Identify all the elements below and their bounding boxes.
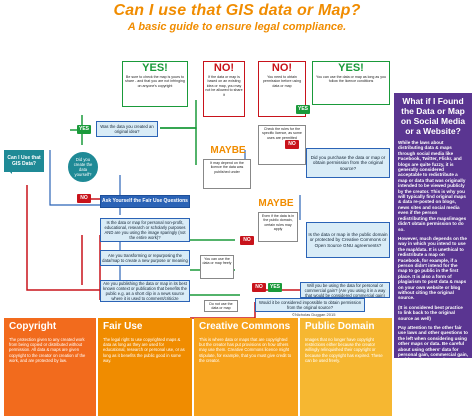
maybe-heading-1: MAYBE: [210, 145, 246, 156]
no-heading-right: NO!: [271, 62, 293, 74]
yes-note-top: Be sure to check the map is yours to sha…: [123, 74, 187, 90]
connector-blue-1: [49, 150, 100, 206]
footer-copyright-title: Copyright: [9, 321, 57, 332]
commercial-question-node: Will you be using the data for personal …: [300, 282, 390, 298]
footer-public-domain-title: Public Domain: [305, 321, 375, 332]
credit-text: ©Nicholas Duggan 2015: [292, 312, 336, 317]
yes-pill-commercial: YES: [268, 283, 282, 292]
side-panel-paragraph-2: However, much depends on the way in whic…: [398, 235, 467, 301]
no-pill-own: NO: [77, 194, 91, 203]
no-pill-purchase: NO: [285, 140, 299, 149]
no-note-do-not-use: Do not use the data or map: [204, 300, 238, 312]
fair-use-header: Ask Yourself the Fair Use Questions: [100, 195, 190, 208]
page-title: Can I use that GIS data or Map?: [113, 2, 361, 19]
no-pill-fu1: NO: [240, 236, 254, 245]
created-original-node: Was the data you created an original ide…: [96, 121, 158, 137]
fair-use-question-4: Would it be considered impossible to obt…: [255, 298, 365, 312]
maybe-heading-2: MAYBE: [258, 198, 294, 209]
footer-creative-commons: Creative Commons This is where data or m…: [194, 318, 298, 416]
no-note-right: You need to obtain permission before usi…: [259, 74, 305, 90]
no-pill-commercial: NO: [252, 283, 266, 292]
yes-note-free-use: You can use the data or map freely: [200, 255, 234, 279]
footer-creative-commons-title: Creative Commons: [199, 321, 291, 332]
no-note-top: If the data or map is based on an existi…: [204, 74, 244, 99]
connector-red-1: [26, 185, 100, 291]
maybe-note-3: Even if the data is in the public domain…: [258, 212, 298, 242]
social-media-panel: What if I Found the Data or Map on Socia…: [394, 93, 472, 373]
side-panel-paragraph-1: While the laws about distributing data &…: [398, 140, 467, 232]
yes-heading-top: YES!: [142, 62, 168, 74]
side-panel-title: What if I Found the Data or Map on Socia…: [400, 96, 466, 136]
fair-use-question-3: Are you publishing the data or map in it…: [100, 280, 190, 302]
no-heading-top: NO!: [213, 62, 235, 74]
footer-fair-use-title: Fair Use: [103, 321, 143, 332]
yes-heading-right: YES!: [338, 62, 364, 74]
side-panel-paragraph-4: Pay attention to the other fair use laws…: [398, 325, 468, 374]
yes-pill-purchase: YES: [296, 105, 310, 114]
public-domain-question-node: Is the data or map in the public domain …: [306, 222, 390, 258]
maybe-note-2: Check the rules for the specific licence…: [258, 125, 306, 165]
yes-panel-right: YES! You can use the data or map as long…: [312, 61, 390, 105]
yes-note-right: You can use the data or map as long as y…: [313, 74, 389, 85]
side-panel-paragraph-3: (It is considered best practice to link …: [398, 304, 463, 321]
footer-public-domain-text: Images that no longer have copyright res…: [305, 337, 383, 363]
yes-pill-own: YES: [77, 125, 91, 134]
no-panel-top: NO! If the data or map is based on an ex…: [203, 61, 245, 117]
footer-fair-use: Fair Use The legal right to use copyrigh…: [98, 318, 192, 416]
footer-copyright-text: The protection given to any created work…: [9, 337, 86, 363]
purchase-question-node: Did you purchase the data or map or obta…: [306, 148, 390, 178]
footer-public-domain: Public Domain Images that no longer have…: [300, 318, 392, 416]
yes-panel-top: YES! Be sure to check the map is yours t…: [122, 61, 188, 107]
question-own-node: Did you create the data yourself?: [68, 152, 98, 182]
start-node: Can I Use that GIS Data?: [4, 150, 44, 172]
footer-fair-use-text: The legal right to use copyrighted maps …: [103, 337, 185, 363]
page-subtitle: A basic guide to ensure legal compliance…: [127, 21, 347, 33]
fair-use-question-2: Are you transforming or repurposing the …: [100, 250, 190, 266]
footer-creative-commons-text: This is where data or maps that are copy…: [199, 337, 292, 363]
connector-green-4: [160, 127, 197, 165]
fair-use-question-1: Is the data or map for personal non-prof…: [100, 218, 190, 242]
footer-copyright: Copyright The protection given to any cr…: [4, 318, 96, 416]
maybe-note-1: It may depend on the licence the data wa…: [203, 159, 251, 189]
